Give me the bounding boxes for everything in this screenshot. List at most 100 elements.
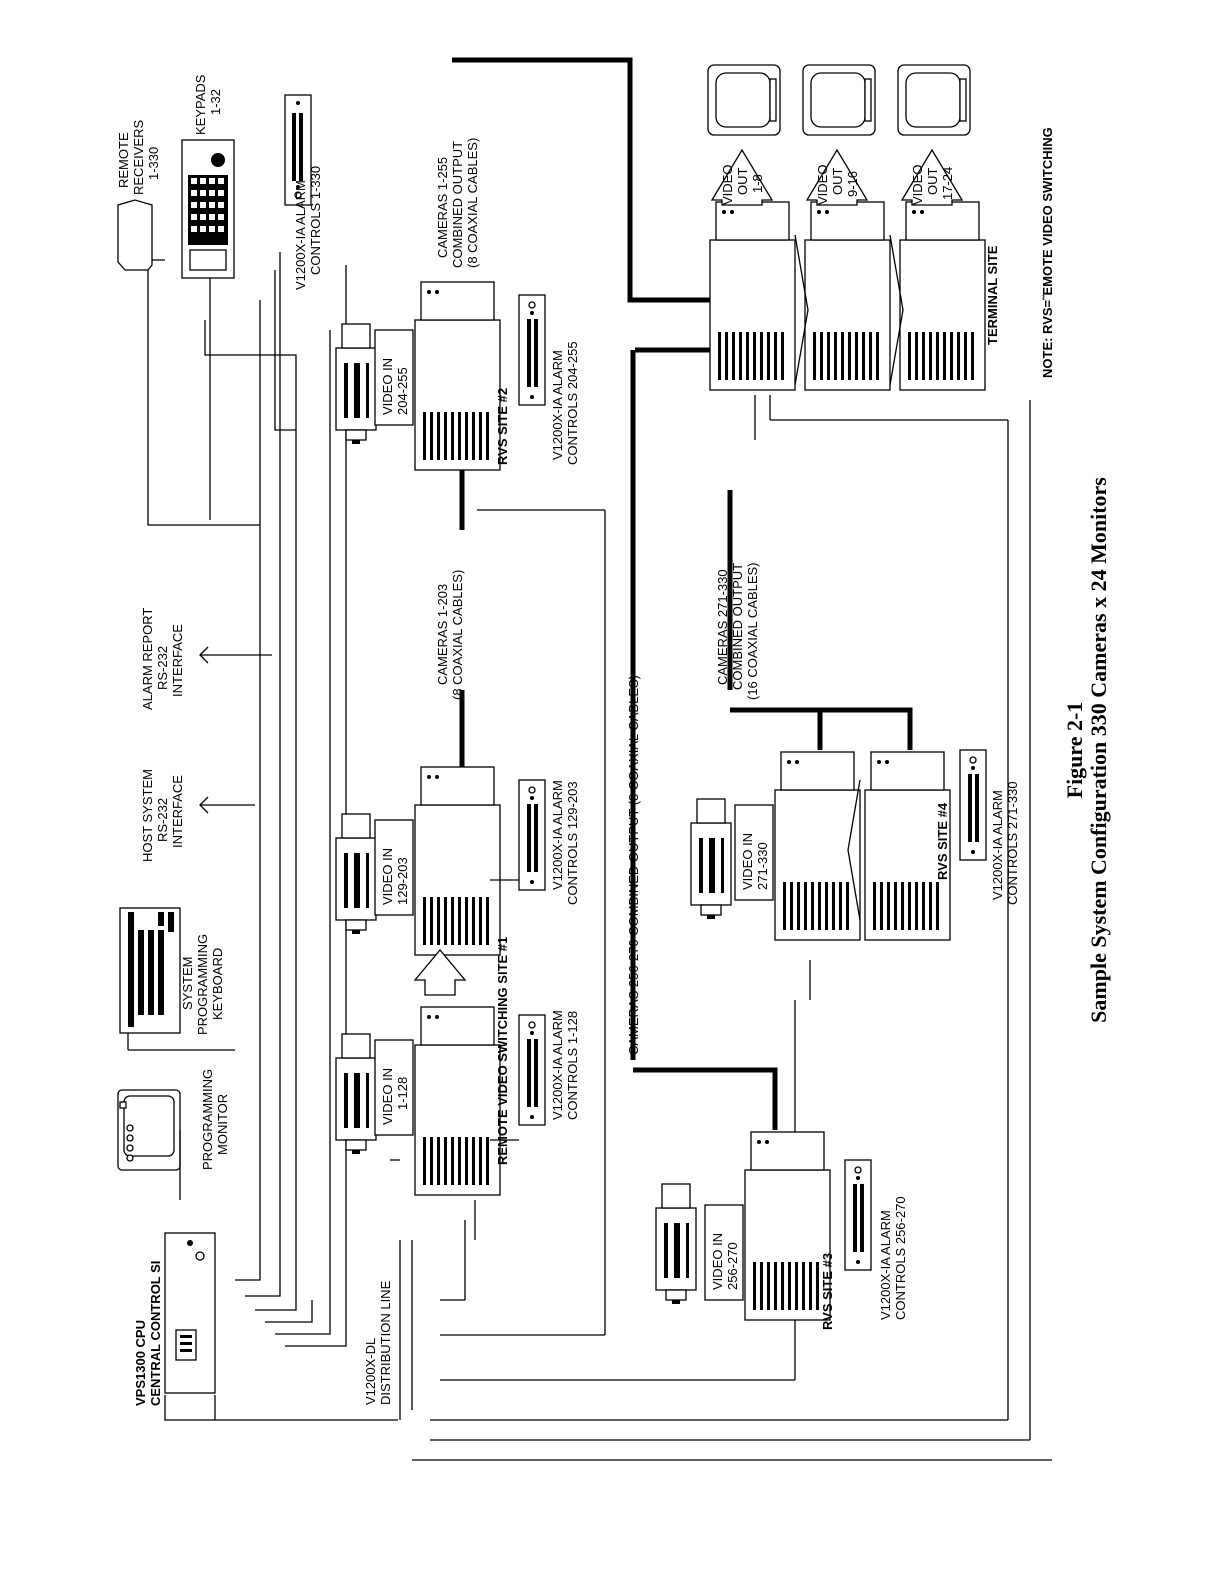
cameras-1-203-label-1: CAMERAS 1-203 <box>435 584 450 685</box>
cameras-271-330-label-3: (16 COAXIAL CABLES) <box>745 562 760 700</box>
video-out-1-8-label-2: OUT <box>735 168 750 196</box>
camera-site-3 <box>655 1183 697 1305</box>
alarm-1-330-label-1: V1200X-IA ALARM <box>293 180 308 290</box>
monitor-1 <box>707 64 781 136</box>
alarm-controls-256-270 <box>844 1159 872 1271</box>
cameras-1-255-label-1: CAMERAS 1-255 <box>435 157 450 258</box>
camera-site-1b <box>335 813 377 935</box>
video-out-9-16-label-3: 9-16 <box>845 171 860 197</box>
figure-title: Sample System Configuration 330 Cameras … <box>1086 477 1111 1023</box>
distribution-label-1: V1200X-DL <box>363 1338 378 1405</box>
control-wiring <box>147 252 1052 1461</box>
rvs-site-1-rack-a <box>414 1006 501 1196</box>
camera-site-1a <box>335 1033 377 1155</box>
camera-site-4 <box>690 798 732 920</box>
alarm-controls-1-128 <box>518 1014 546 1126</box>
alarm-129-203-label-2: CONTROLS 129-203 <box>565 781 580 905</box>
alarm-129-203-label-1: V1200X-IA ALARM <box>550 780 565 890</box>
video-in-204-255-label-1: VIDEO IN <box>380 358 395 415</box>
video-in-271-330-label-1: VIDEO IN <box>740 833 755 890</box>
video-in-204-255-label-2: 204-255 <box>395 367 410 415</box>
video-in-129-203-label-1: VIDEO IN <box>380 848 395 905</box>
keypad <box>181 139 235 279</box>
terminal-rack-3 <box>899 201 986 391</box>
video-out-9-16-arrow <box>805 148 869 206</box>
alarm-1-330-label-2: CONTROLS 1-330 <box>308 166 323 275</box>
video-in-271-330-label-2: 271-330 <box>755 842 770 890</box>
keypads-label-2: 1-32 <box>208 89 223 115</box>
cameras-1-203-label-2: (8 COAXIAL CABLES) <box>450 570 465 700</box>
note-label: NOTE: RVS=˜EMOTE VIDEO SWITCHING <box>1040 127 1055 378</box>
cpu-label-2: CENTRAL CONTROL SI <box>148 1261 163 1406</box>
rvs-site-3-label: RVS SITE #3 <box>820 1253 835 1330</box>
alarm-256-270-label-1: V1200X-IA ALARM <box>878 1210 893 1320</box>
alarm-1-128-label-2: CONTROLS 1-128 <box>565 1011 580 1120</box>
alarm-204-255-label-2: CONTROLS 204-255 <box>565 341 580 465</box>
video-in-129-203-label-2: 129-203 <box>395 857 410 905</box>
alarm-271-330-label-1: V1200X-IA ALARM <box>990 790 1005 900</box>
host-interface-label-2: RS-232 <box>155 798 170 842</box>
alarm-controls-129-203 <box>518 779 546 891</box>
video-in-256-270-label-1: VIDEO IN <box>710 1233 725 1290</box>
programming-monitor <box>117 1089 181 1200</box>
video-out-17-24-arrow <box>900 148 964 206</box>
monitor-2 <box>802 64 876 136</box>
host-interface-label-3: INTERFACE <box>170 775 185 848</box>
alarm-interface-label-3: INTERFACE <box>170 624 185 697</box>
remote-receivers-label-2: RECEIVERS <box>131 120 146 195</box>
video-in-271-330-box <box>734 804 774 901</box>
alarm-interface-label-1: ALARM REPORT <box>140 608 155 710</box>
terminal-link-1 <box>794 234 809 386</box>
rvs-site-2-label: RVS SITE #2 <box>495 388 510 465</box>
programming-keyboard <box>119 907 235 1051</box>
keypads-label-1: KEYPADS <box>193 74 208 135</box>
cpu-unit <box>164 1232 216 1394</box>
video-in-1-128-label-2: 1-128 <box>395 1077 410 1110</box>
video-out-1-8-arrow <box>710 148 774 206</box>
site-1-link-arrow <box>413 948 467 996</box>
monitor-3 <box>897 64 971 136</box>
video-out-17-24-label-3: 17-24 <box>940 167 955 200</box>
host-interface-label-1: HOST SYSTEM <box>140 769 155 862</box>
programming-monitor-label-2: MONITOR <box>215 1094 230 1155</box>
alarm-1-128-label-1: V1200X-IA ALARM <box>550 1010 565 1120</box>
rvs-site-4-label: RVS SITE #4 <box>935 802 950 880</box>
video-out-17-24-label-2: OUT <box>925 168 940 196</box>
rvs-site-3-rack <box>744 1131 831 1321</box>
video-out-1-8-label-3: 1-8 <box>750 174 765 193</box>
video-in-1-128-box <box>374 1039 414 1136</box>
rvs-site-4-rack-a <box>774 751 861 941</box>
alarm-interface-label-2: RS-232 <box>155 646 170 690</box>
cameras-256-270-label: CAMERAS 256-270 COMBINED OUTPUT (8 COAXI… <box>626 675 641 1055</box>
video-out-17-24-label-1: VIDEO <box>910 165 925 205</box>
distribution-label-2: DISTRIBUTION LINE <box>378 1280 393 1405</box>
programming-monitor-label-1: PROGRAMMING <box>200 1069 215 1170</box>
alarm-controls-271-330 <box>959 749 987 861</box>
rvs-site-1-label: REMOTE VIDEO SWITCHING SITE #1 <box>495 937 510 1165</box>
terminal-site-label: TERMINAL SITE <box>985 245 1000 345</box>
figure-number: Figure 2-1 <box>1062 702 1087 799</box>
rvs-site-2-rack <box>414 281 501 471</box>
cpu-label-1: VPS1300 CPU <box>133 1320 148 1406</box>
remote-receiver <box>117 199 153 271</box>
terminal-link-2 <box>889 234 904 386</box>
terminal-rack-1 <box>709 201 796 391</box>
alarm-271-330-label-2: CONTROLS 271-330 <box>1005 781 1020 905</box>
video-out-9-16-label-2: OUT <box>830 168 845 196</box>
cameras-1-255-label-3: (8 COAXIAL CABLES) <box>465 138 480 268</box>
cameras-271-330-label-1: CAMERAS 271-330 <box>715 569 730 685</box>
keyboard-label-2: PROGRAMMING <box>195 934 210 1035</box>
video-out-9-16-label-1: VIDEO <box>815 165 830 205</box>
remote-receivers-label-3: 1-330 <box>146 147 161 180</box>
coax-cables <box>452 57 913 1130</box>
terminal-rack-2 <box>804 201 891 391</box>
site-4-link <box>847 779 861 921</box>
camera-site-2 <box>335 323 377 445</box>
alarm-204-255-label-1: V1200X-IA ALARM <box>550 350 565 460</box>
remote-receivers-label-1: REMOTE <box>116 132 131 188</box>
alarm-controls-204-255 <box>518 294 546 406</box>
alarm-256-270-label-2: CONTROLS 256-270 <box>893 1196 908 1320</box>
video-in-256-270-box <box>704 1204 744 1301</box>
rvs-site-1-rack-b <box>414 766 501 956</box>
